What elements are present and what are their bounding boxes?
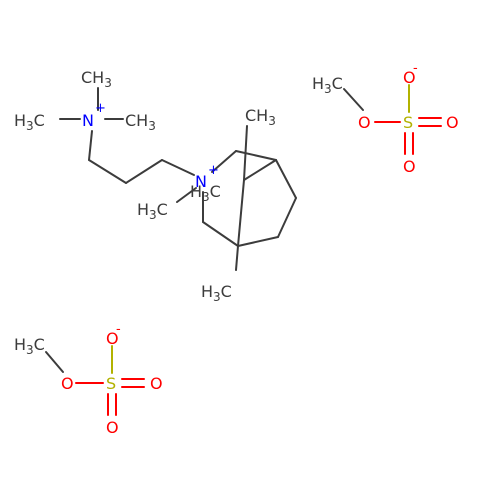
- bond-chain-c3-n2: [161, 159, 195, 176]
- anion2-oxide-right-label: O: [150, 374, 163, 393]
- anion2-oxide-bottom-label: O: [106, 418, 119, 437]
- bond-bridge-c-methyl: [243, 125, 248, 181]
- bond-chain-c2-c3: [125, 159, 163, 184]
- bond-quaternary-c-methyl: [235, 245, 239, 271]
- anion2-oxide-top-label: O: [106, 329, 119, 348]
- methyl-top-label: CH3: [81, 68, 112, 90]
- bond-n2-methyl-left: [176, 187, 197, 203]
- bond-quaternary-c-ring-ch2-n: [202, 221, 239, 247]
- ring-nitrogen-label: N: [195, 172, 207, 191]
- anion2-oxide-top-charge: -: [116, 322, 121, 337]
- cation-labels: CH3 H3C N + CH3 CH3 H3C N + H3C H3C: [14, 68, 276, 304]
- anion2-sulfur-label: S: [106, 374, 116, 393]
- bond-chain-c1-c2: [88, 159, 127, 184]
- methyl-sulfate-anion-2: H3C O S O - O O: [14, 322, 163, 437]
- anion1-oxide-top-charge: -: [413, 61, 418, 76]
- bond-bridge-c-quaternary-c: [237, 179, 245, 247]
- anion2-ester-oxygen-label: O: [61, 374, 74, 393]
- anion1-methyl-label: H3C: [312, 74, 343, 96]
- bond-ring-ch2-a-ch2-b: [277, 197, 297, 238]
- bond-n1-chain-c1: [88, 130, 93, 161]
- methyl-left-label: H3C: [14, 111, 45, 133]
- anion2-methyl-label: H3C: [14, 335, 45, 357]
- quat-ammonium-charge: +: [95, 101, 106, 116]
- quat-ammonium-n-label: N: [82, 111, 94, 130]
- cation-bonds: [59, 87, 297, 271]
- methyl-right-label: CH3: [125, 111, 156, 133]
- anion1-oxide-top-label: O: [403, 68, 416, 87]
- anion1-oxide-right-label: O: [446, 113, 459, 132]
- anion1-sulfur-label: S: [403, 113, 413, 132]
- anion1-ester-oxygen-label: O: [358, 113, 371, 132]
- bridge-methyl-label: CH3: [245, 106, 276, 128]
- anion1-oxide-bottom-label: O: [403, 157, 416, 176]
- ring-nitrogen-charge: +: [208, 163, 219, 178]
- n-methyl-left-label: H3C: [137, 200, 168, 222]
- bond-bridgehead-ring-ch2-a: [275, 159, 297, 199]
- bond-ring-ch2-bridgehead: [235, 150, 277, 161]
- bond-ring-ch2-b-quaternary-c: [237, 236, 279, 247]
- bond-anion1-methyl-o: [343, 88, 364, 111]
- bottom-methyl-label: H3C: [201, 282, 232, 304]
- bond-anion2-methyl-o: [45, 351, 64, 373]
- bond-bridge-c-bridgehead: [243, 159, 277, 181]
- n-methyl-right-label: H3C: [190, 182, 221, 204]
- methyl-sulfate-anion-1: H3C O S O - O O: [312, 61, 459, 176]
- bond-n2-ring-ch2-top: [211, 150, 237, 173]
